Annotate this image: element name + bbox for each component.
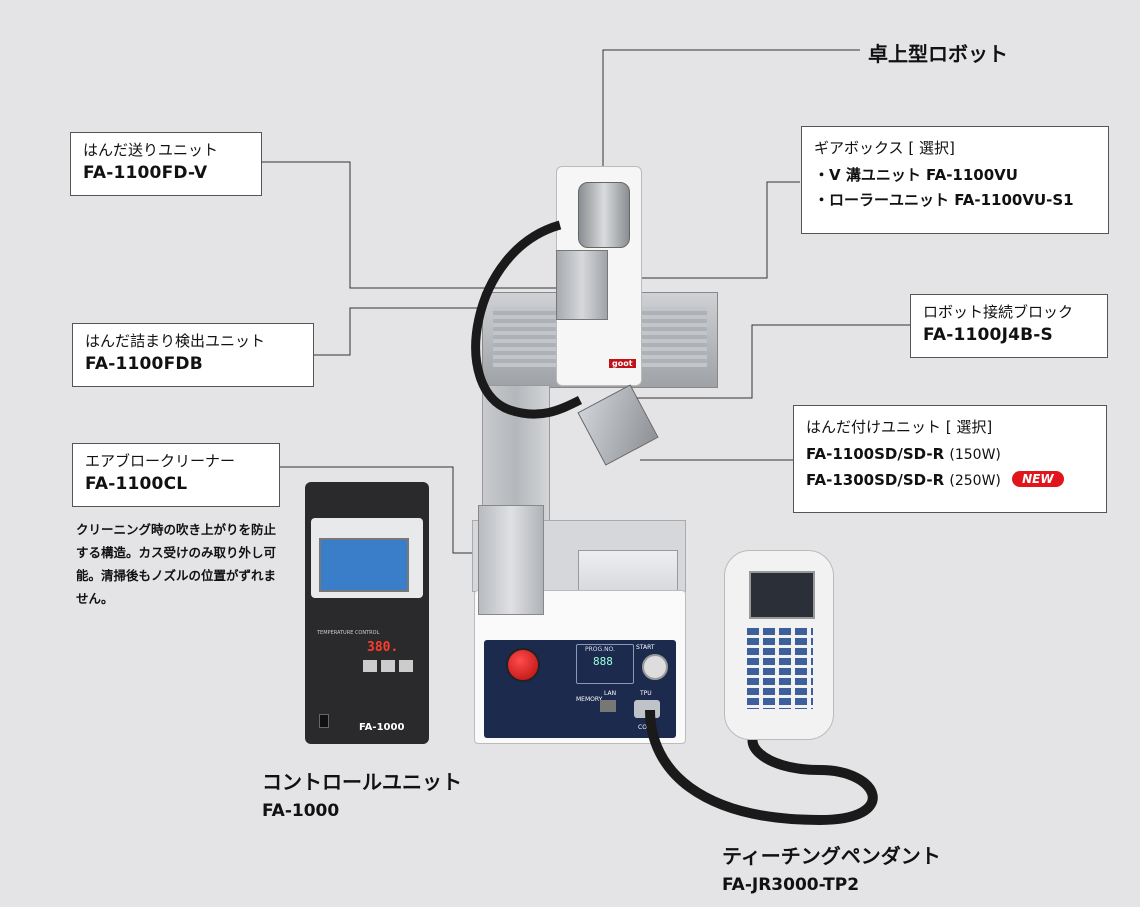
solder-feed-unit-model: FA-1100FD-V [83, 163, 208, 183]
gearbox-label: ギアボックス [ 選択] ・V 溝ユニット FA-1100VU ・ローラーユニッ… [801, 126, 1109, 234]
jam-detect-unit-name: はんだ詰まり検出ユニット [85, 332, 266, 350]
robot-block-model: FA-1100J4B-S [923, 325, 1053, 345]
controller-model-badge: FA-1000 [359, 722, 405, 733]
tpu-label: TPU [640, 690, 652, 697]
start-label: START [636, 644, 655, 651]
pendant-title: ティーチングペンダント [722, 844, 941, 868]
solder-feed-unit-name: はんだ送りユニット [83, 141, 219, 159]
robot-block-name: ロボット接続ブロック [923, 303, 1074, 321]
controller-keypad[interactable] [363, 660, 415, 672]
air-blow-cleaner-name: エアブロークリーナー [85, 452, 236, 470]
new-badge: NEW [1012, 471, 1064, 487]
lan-label: LAN [604, 690, 617, 697]
air-blow-cleaner-model: FA-1100CL [85, 474, 188, 494]
controller-title: コントロールユニット [262, 770, 462, 794]
emergency-stop-button[interactable] [506, 648, 540, 682]
program-number-label: PROG.NO. [585, 646, 615, 653]
controller-touchscreen[interactable] [319, 538, 409, 592]
gearbox-option-roller: ・ローラーユニット FA-1100VU-S1 [814, 191, 1074, 209]
soldering-unit-option-1-model: FA-1100SD/SD-R [806, 445, 945, 463]
gearbox-name: ギアボックス [ 選択] [814, 139, 955, 157]
controller-unit: TEMPERATURE CONTROL 380. FA-1000 [305, 482, 429, 744]
soldering-unit-label: はんだ付けユニット [ 選択] FA-1100SD/SD-R (150W) FA… [793, 405, 1107, 513]
soldering-unit-option-2: FA-1300SD/SD-R (250W) NEW [806, 468, 1094, 494]
soldering-unit-option-2-watt: (250W) [949, 473, 1001, 489]
robot-control-panel: PROG.NO. 888 START MEMORY LAN TPU COM [484, 640, 676, 738]
feed-unit-block [556, 250, 608, 320]
controller-panel-label: TEMPERATURE CONTROL [317, 630, 380, 636]
robot-title: 卓上型ロボット [868, 42, 1008, 66]
jam-detect-unit-label: はんだ詰まり検出ユニット FA-1100FDB [72, 323, 314, 387]
pendant-model: FA-JR3000-TP2 [722, 875, 860, 895]
solder-feed-unit-label: はんだ送りユニット FA-1100FD-V [70, 132, 262, 196]
teaching-pendant [724, 550, 834, 740]
controller-model: FA-1000 [262, 801, 340, 821]
jam-detect-unit-model: FA-1100FDB [85, 354, 203, 374]
solder-reel [578, 182, 630, 248]
brand-label: goot [609, 359, 636, 368]
power-switch[interactable] [319, 714, 329, 728]
soldering-unit-option-2-model: FA-1300SD/SD-R [806, 471, 945, 489]
gearbox-option-v-groove: ・V 溝ユニット FA-1100VU [814, 166, 1018, 184]
controller-temperature-display: 380. [367, 640, 399, 655]
air-blow-cleaner-note: クリーニング時の吹き上がりを防止する構造。カス受けのみ取り外し可能。清掃後もノズ… [76, 522, 277, 606]
air-blow-cleaner-label: エアブロークリーナー FA-1100CL [72, 443, 280, 507]
memory-label: MEMORY [576, 696, 603, 703]
lan-port[interactable] [600, 700, 616, 712]
pendant-keypad[interactable] [747, 625, 813, 709]
soldering-unit-option-1-watt: (150W) [949, 447, 1001, 463]
pendant-screen [749, 571, 815, 619]
com-label: COM [638, 724, 653, 731]
air-blow-cleaner-device [478, 505, 544, 615]
start-button[interactable] [642, 654, 668, 680]
soldering-unit-name: はんだ付けユニット [ 選択] [806, 418, 993, 436]
program-number-display: 888 [593, 655, 613, 668]
robot-block-label: ロボット接続ブロック FA-1100J4B-S [910, 294, 1108, 358]
soldering-unit-option-1: FA-1100SD/SD-R (150W) [806, 442, 1094, 468]
